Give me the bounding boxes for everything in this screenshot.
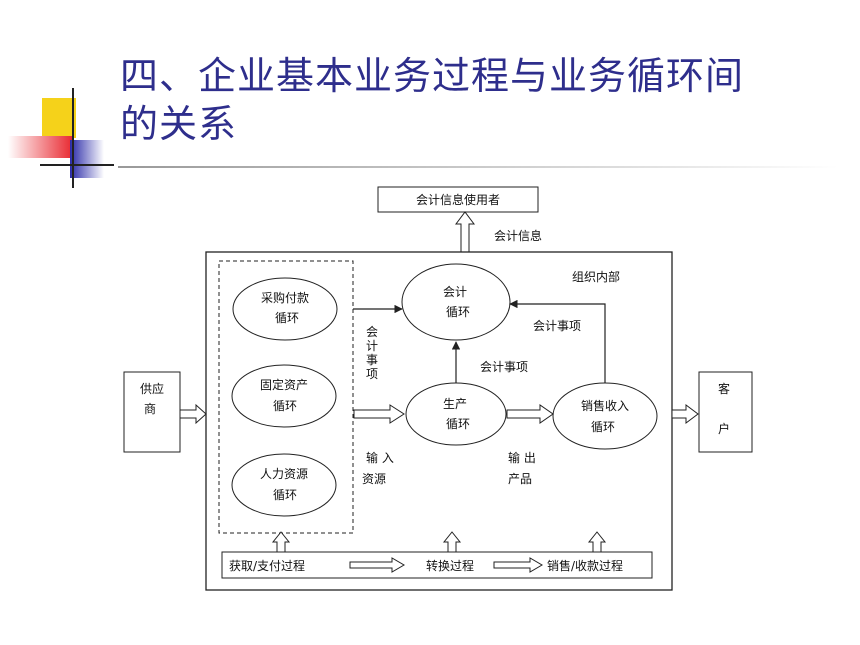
accounting-cycle-line2: 循环 [446,305,470,319]
supplier-box [123,371,181,453]
purchase-cycle-line2: 循环 [275,311,299,325]
hr-cycle-line1: 人力资源 [260,467,308,481]
hollow-arrow-up-acquire [271,531,291,553]
arrow-sales-to-accounting [509,299,606,383]
purchase-cycle-line1: 采购付款 [261,290,309,305]
hollow-arrow-supplier-in [179,403,207,425]
fixed-asset-cycle [231,364,337,428]
organization-box [205,251,673,591]
accent-horizontal-line [40,164,114,166]
slide-title: 四、企业基本业务过程与业务循环间 的关系 [120,52,840,148]
accounting-matters-right-label: 会计事项 [533,319,581,333]
process-arrow-2 [493,557,543,573]
hollow-arrow-customer-out [671,404,699,424]
sales-cycle-line2: 循环 [591,420,615,434]
info-users-label: 会计信息使用者 [416,192,500,207]
slide-accent [0,88,120,198]
hollow-arrow-up-convert [442,531,462,553]
svg-text:事: 事 [366,353,378,367]
title-line-1: 四、企业基本业务过程与业务循环间 [120,54,745,98]
title-underline [118,166,838,168]
resource-cycles-group [218,260,354,534]
input-resources-line2: 资源 [362,472,386,486]
production-cycle-line2: 循环 [446,417,470,431]
svg-text:计: 计 [366,339,378,353]
process-sales-label: 销售/收款过程 [547,558,623,573]
org-internal-label: 组织内部 [572,269,620,284]
accounting-info-label: 会计信息 [494,228,542,243]
accent-blue-square [70,140,104,178]
accounting-matters-mid-label: 会计事项 [480,360,528,374]
customer-line1: 客 [718,381,730,396]
customer-box [698,371,753,453]
purchase-payment-cycle [232,277,338,341]
process-convert-label: 转换过程 [426,558,474,573]
hollow-arrow-accounting-info [455,211,475,253]
accent-vertical-line [72,88,74,188]
accent-red-bar [8,136,74,158]
customer-line2: 户 [718,421,730,436]
hollow-arrow-up-sales [587,531,607,553]
accounting-matters-vertical-label: 会 计 事 项 [366,325,378,381]
hollow-arrow-output-products [506,404,554,424]
process-arrow-1 [349,557,405,573]
output-products-line2: 产品 [508,472,532,486]
hr-cycle-line2: 循环 [273,488,297,502]
sales-revenue-cycle [552,382,658,450]
accounting-cycle [401,263,511,341]
info-users-box [377,186,539,213]
production-cycle-line1: 生产 [443,397,467,411]
process-acquire-label: 获取/支付过程 [229,558,305,573]
fixed-asset-cycle-line2: 循环 [273,399,297,413]
supplier-line2: 商 [144,401,156,416]
accent-yellow-square [42,98,76,138]
human-resources-cycle [231,453,337,517]
production-cycle [405,382,507,446]
hollow-arrow-input-resources [353,404,405,424]
input-resources-line1: 输 入 [366,450,394,465]
output-products-line1: 输 出 [508,450,536,465]
process-bar [221,551,653,579]
title-line-2: 的关系 [120,102,238,146]
sales-cycle-line1: 销售收入 [581,398,629,413]
svg-text:会: 会 [366,325,378,339]
svg-text:项: 项 [366,367,378,381]
supplier-line1: 供应 [140,381,164,396]
fixed-asset-cycle-line1: 固定资产 [260,377,308,392]
accounting-cycle-line1: 会计 [443,285,467,299]
